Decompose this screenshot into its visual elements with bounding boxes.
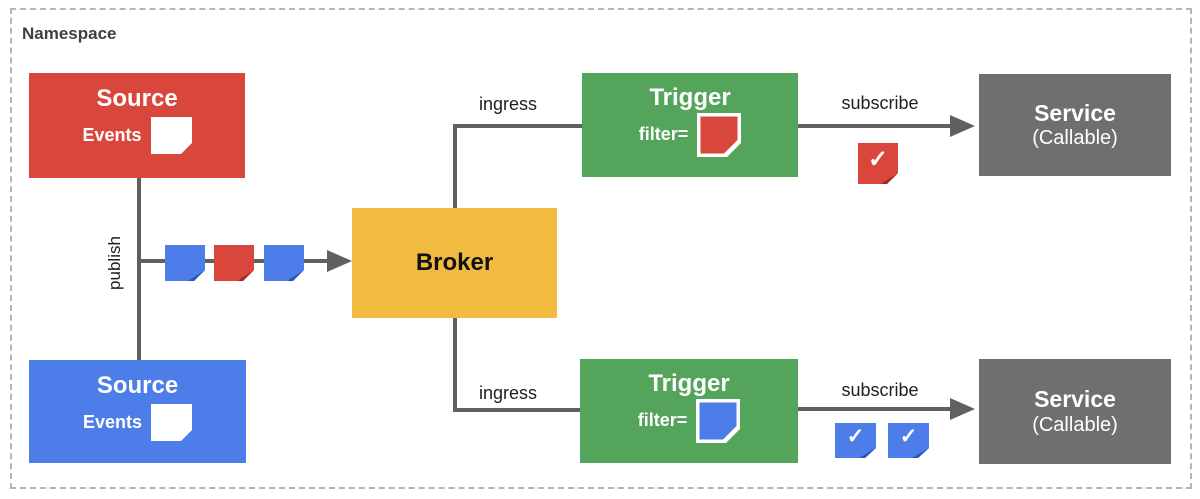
- subscribe-bottom-label: subscribe: [841, 380, 919, 400]
- service-top-title: Service: [1034, 99, 1116, 126]
- broker-title: Broker: [415, 249, 494, 277]
- blue-checked-event-doc-icon: ✓: [888, 423, 929, 458]
- white-event-doc-icon: [151, 403, 193, 441]
- ingress-bottom-label: ingress: [478, 383, 538, 403]
- service-top-subtitle: (Callable): [1032, 127, 1118, 150]
- check-glyph: ✓: [867, 145, 889, 173]
- source-top-events-label: Events: [82, 124, 142, 145]
- publish-label: publish: [105, 236, 124, 290]
- source-bottom-events-label: Events: [82, 411, 143, 432]
- trigger-top-box: Trigger filter=: [582, 73, 798, 177]
- white-event-doc-icon: [150, 116, 192, 154]
- trigger-top-filter-label: filter=: [638, 124, 689, 145]
- subscribe-top-label: subscribe: [841, 93, 919, 113]
- publish-line-vertical: [137, 178, 141, 360]
- check-glyph: ✓: [899, 425, 918, 448]
- blue-checked-event-doc-icon: ✓: [835, 423, 876, 458]
- broker-to-trigger-top-line-vertical: [453, 124, 457, 208]
- broker-box: Broker: [352, 208, 557, 318]
- source-top-box: Source Events: [29, 73, 245, 178]
- blue-filter-doc-icon: [696, 398, 741, 443]
- publish-arrowhead-icon: [327, 250, 352, 272]
- blue-event-doc-icon: [165, 245, 205, 281]
- blue-event-doc-shape: [835, 423, 876, 458]
- service-bottom-title: Service: [1034, 386, 1116, 413]
- red-checked-event-doc-icon: ✓: [858, 143, 898, 184]
- red-event-doc-icon: [214, 245, 254, 281]
- red-filter-doc-icon: [697, 112, 742, 157]
- blue-event-doc-shape: [888, 423, 929, 458]
- ingress-top-label: ingress: [478, 94, 538, 114]
- subscribe-top-line: [798, 124, 951, 128]
- service-bottom-subtitle: (Callable): [1032, 413, 1118, 436]
- trigger-top-title: Trigger: [649, 84, 731, 111]
- subscribe-bottom-line: [798, 407, 951, 411]
- broker-to-trigger-bottom-line-vertical: [453, 318, 457, 412]
- subscribe-bottom-arrowhead-icon: [950, 398, 975, 420]
- ingress-top-line: [453, 124, 582, 128]
- subscribe-top-arrowhead-icon: [950, 115, 975, 137]
- service-bottom-box: Service (Callable): [979, 359, 1171, 464]
- blue-event-doc-icon: [264, 245, 304, 281]
- trigger-bottom-box: Trigger filter=: [580, 359, 798, 463]
- ingress-bottom-line: [453, 408, 580, 412]
- trigger-bottom-title: Trigger: [648, 370, 730, 397]
- namespace-label: Namespace: [22, 24, 117, 43]
- namespace-boundary: [10, 8, 1192, 489]
- service-top-box: Service (Callable): [979, 74, 1171, 176]
- red-event-doc-shape: [858, 143, 898, 184]
- source-bottom-box: Source Events: [29, 360, 246, 463]
- check-glyph: ✓: [846, 425, 865, 448]
- source-bottom-title: Source: [96, 372, 179, 399]
- trigger-bottom-filter-label: filter=: [637, 410, 688, 431]
- source-top-title: Source: [96, 85, 178, 112]
